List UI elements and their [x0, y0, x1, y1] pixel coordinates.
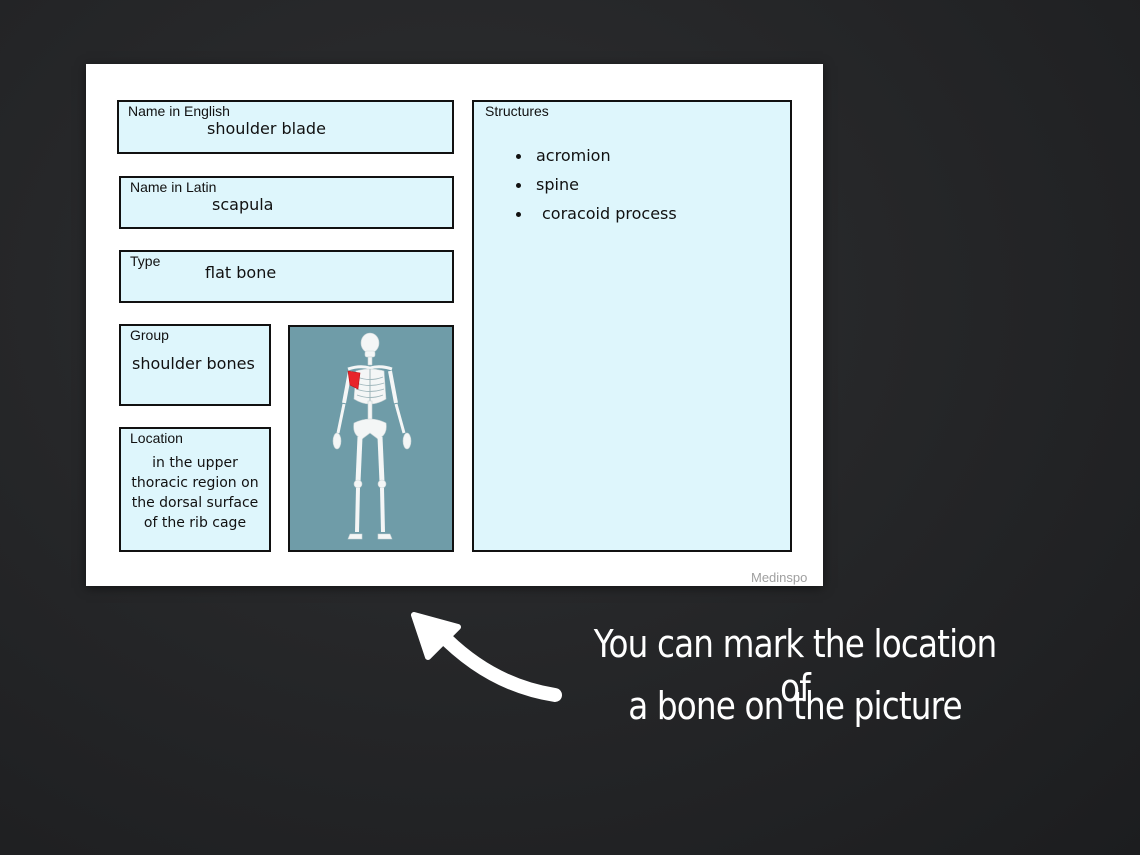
skeleton-picture[interactable]	[288, 325, 454, 552]
english-name-field[interactable]: Name in English shoulder blade	[117, 100, 454, 154]
skeleton-illustration	[332, 332, 412, 540]
latin-name-value: scapula	[212, 195, 274, 214]
caption-line-2: a bone on the picture	[628, 684, 962, 728]
structures-list: acromion spine coracoid process	[514, 144, 677, 231]
bone-info-card: Name in English shoulder blade Name in L…	[86, 64, 823, 586]
latin-name-label: Name in Latin	[130, 179, 217, 195]
structures-label: Structures	[485, 103, 549, 119]
list-item: acromion	[514, 144, 677, 173]
group-label: Group	[130, 327, 169, 343]
location-line: thoracic region on	[131, 475, 259, 491]
location-field[interactable]: Location in the upper thoracic region on…	[119, 427, 271, 552]
curved-arrow-icon	[411, 612, 562, 702]
location-line: in the upper	[152, 455, 238, 471]
scapula-highlight	[347, 370, 361, 390]
latin-name-field[interactable]: Name in Latin scapula	[119, 176, 454, 229]
location-line: of the rib cage	[143, 515, 247, 531]
english-name-label: Name in English	[128, 103, 230, 119]
structures-field[interactable]: Structures acromion spine coracoid proce…	[472, 100, 792, 552]
list-item: spine	[514, 173, 677, 202]
english-name-value: shoulder blade	[207, 119, 326, 138]
type-field[interactable]: Type flat bone	[119, 250, 454, 303]
group-field[interactable]: Group shoulder bones	[119, 324, 271, 406]
list-item: coracoid process	[514, 202, 677, 231]
group-value: shoulder bones	[132, 354, 255, 373]
location-label: Location	[130, 430, 183, 446]
type-label: Type	[130, 253, 161, 269]
type-value: flat bone	[205, 263, 277, 282]
caption-line-1: You can mark the location of	[593, 622, 997, 710]
location-value: in the upper thoracic region on the dors…	[121, 453, 269, 533]
location-line: the dorsal surface	[131, 495, 259, 511]
watermark: Medinspo	[751, 570, 808, 585]
